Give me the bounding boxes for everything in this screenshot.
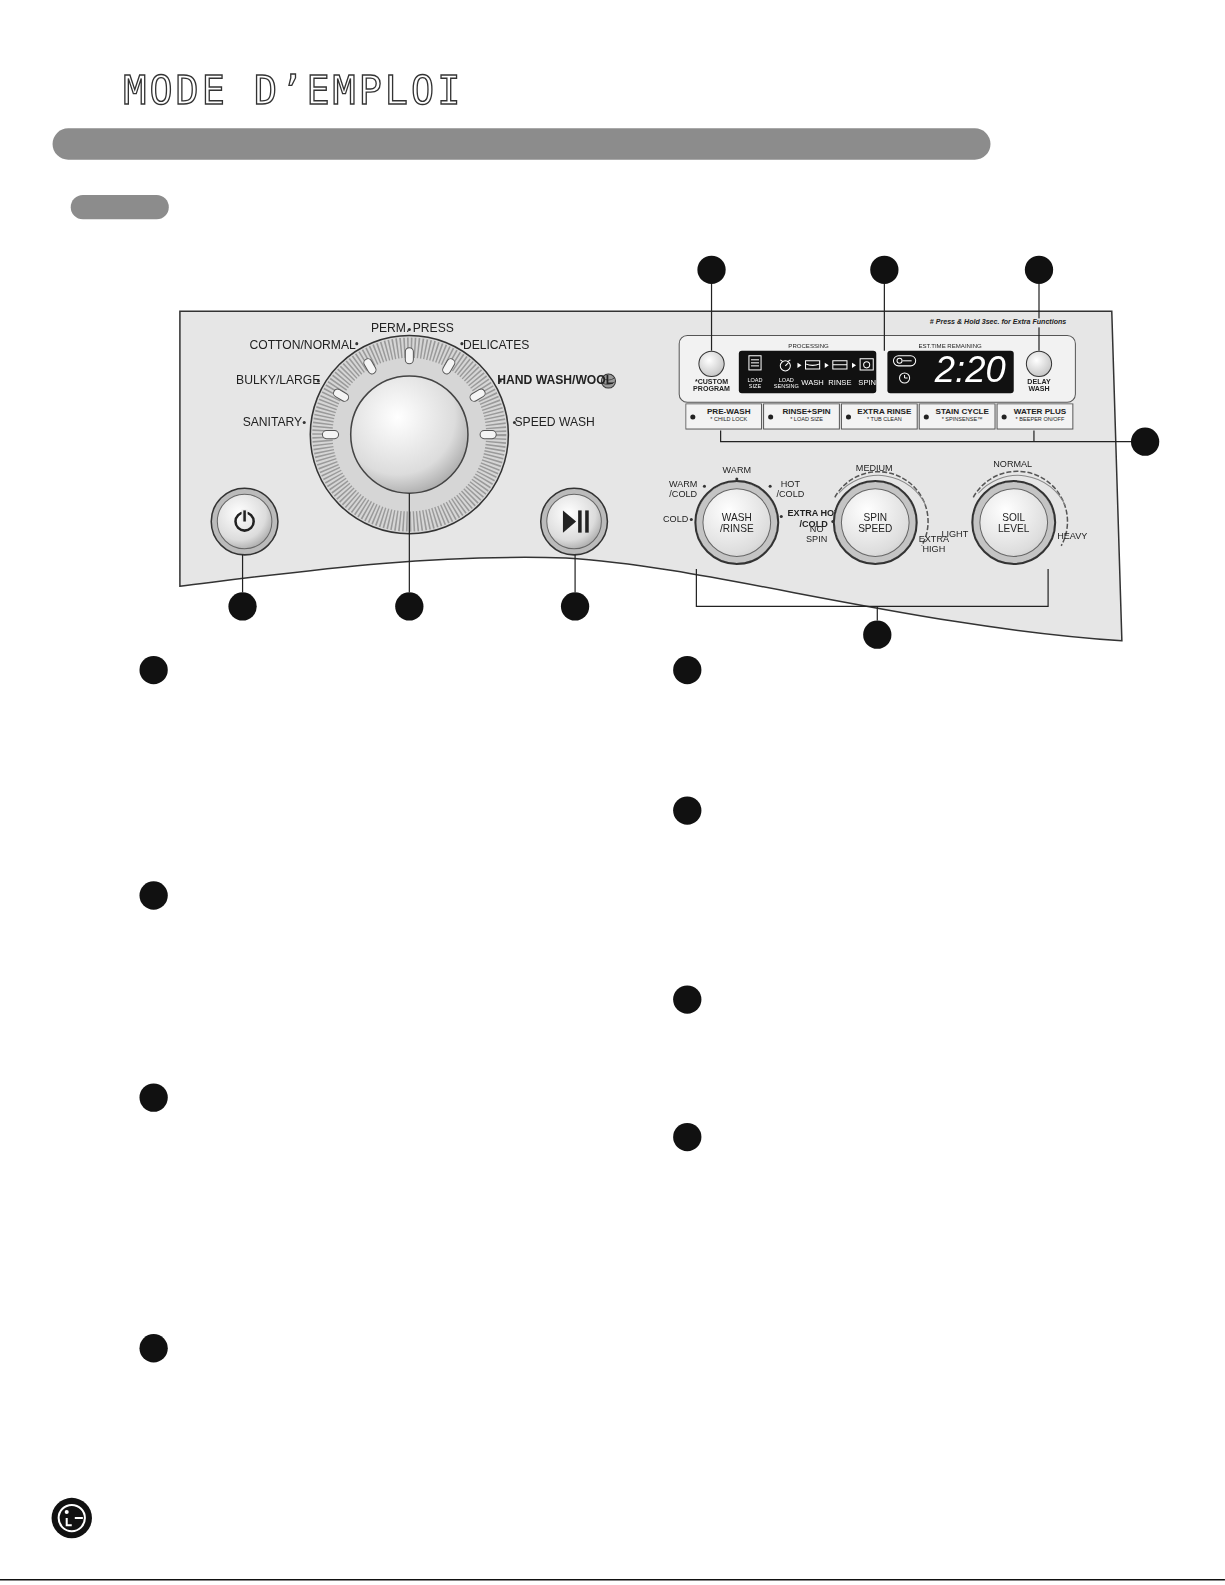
button-node: *CUSTOM PROGRAM [683, 351, 740, 393]
button-node: DELAY WASH [1011, 351, 1068, 393]
panel-label: SANITARY [243, 415, 303, 428]
option-button: WATER PLUS* BEEPER ON/OFF [997, 403, 1074, 429]
panel-label: WARM /COLD [665, 480, 701, 500]
option-button: RINSE+SPIN* LOAD SIZE [763, 403, 840, 429]
panel-label: MEDIUM [856, 464, 893, 474]
option-name: PRE-WASH [698, 407, 759, 416]
round-button [1026, 351, 1052, 377]
knob-label: SPIN SPEED [851, 511, 900, 533]
round-button [698, 351, 724, 377]
panel-label: SPEED WASH [514, 415, 594, 428]
indicator-dot [690, 414, 695, 419]
panel-label: COTTON/NORMAL [250, 339, 356, 352]
panel-label: EST.TIME REMAINING [918, 343, 981, 350]
option-extra: * SPINSENSE™ [932, 417, 993, 423]
knob-label: SOIL LEVEL [989, 511, 1038, 533]
indicator-dot [1002, 414, 1007, 419]
button-label: DELAY WASH [1021, 378, 1057, 393]
option-button: STAIN CYCLE* SPINSENSE™ [919, 403, 996, 429]
indicator-dot [924, 414, 929, 419]
panel-label: LOAD SIZE [745, 377, 765, 389]
option-extra: * LOAD SIZE [776, 417, 837, 423]
option-extra: * TUB CLEAN [854, 417, 915, 423]
option-extra: * CHILD LOCK [698, 417, 759, 423]
option-name: WATER PLUS [1010, 407, 1071, 416]
control-knob: SOIL LEVEL [971, 480, 1056, 565]
panel-label: DELICATES [463, 339, 530, 352]
panel-label: HEAVY [1057, 532, 1087, 542]
option-button: EXTRA RINSE* TUB CLEAN [841, 403, 918, 429]
option-name: RINSE+SPIN [776, 407, 837, 416]
panel-label: HOT /COLD [772, 480, 808, 500]
panel-label: BULKY/LARGE [236, 374, 320, 387]
panel-label: WASH [801, 379, 823, 387]
panel-label: RINSE [828, 379, 851, 387]
panel-label: # Press & Hold 3sec. for Extra Functions [928, 318, 1068, 326]
panel-label: NO SPIN [802, 525, 830, 545]
panel-label: NORMAL [993, 460, 1032, 470]
indicator-dot [846, 414, 851, 419]
option-extra: * BEEPER ON/OFF [1010, 417, 1071, 423]
panel-label: HAND WASH/WOOL [497, 374, 613, 387]
panel-label: 2:20 [935, 350, 1006, 390]
panel-label: PERM. PRESS [371, 321, 454, 334]
page-title: MODE D’EMPLOI [123, 69, 463, 113]
panel-label: LOAD SENSING [771, 377, 801, 389]
panel-label: COLD [663, 514, 688, 524]
button-label: *CUSTOM PROGRAM [686, 378, 737, 393]
indicator-dot [768, 414, 773, 419]
panel-label: LIGHT [941, 530, 968, 540]
control-knob: SPIN SPEED [833, 480, 918, 565]
control-knob: WASH /RINSE [694, 480, 779, 565]
panel-label: PROCESSING [788, 343, 828, 350]
panel-label: WARM [723, 466, 751, 476]
option-name: EXTRA RINSE [854, 407, 915, 416]
knob-label: WASH /RINSE [712, 511, 763, 533]
panel-label: SPIN [858, 379, 876, 387]
option-name: STAIN CYCLE [932, 407, 993, 416]
option-button: PRE-WASH* CHILD LOCK [685, 403, 762, 429]
